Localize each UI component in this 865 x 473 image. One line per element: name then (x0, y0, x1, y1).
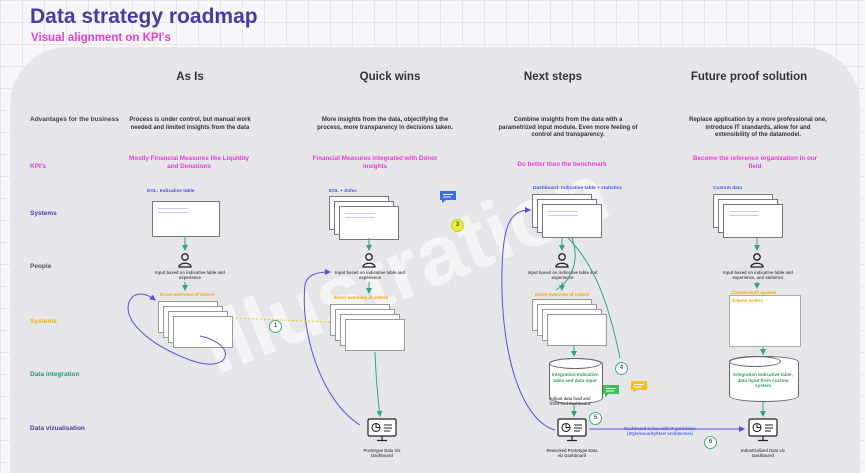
people-caption-as-is: Input based on indicative table and expe… (155, 270, 225, 280)
integration-database-future (729, 356, 799, 402)
advantage-as-is: Process is under control, but manual wor… (129, 117, 251, 131)
people-caption-future-proof: Input based on indicative table and expe… (723, 270, 793, 280)
excel-sheet-as-is-4 (173, 316, 233, 348)
row-label-systems-orange: Systems (30, 318, 57, 325)
step-badge-5: 5 (589, 412, 602, 425)
person-icon (362, 253, 376, 268)
people-caption-next-steps: Input based on indicative table and expe… (527, 270, 598, 280)
kpi-quick-wins: Financial Measures integrated with Donor… (312, 155, 438, 170)
row-label-advantages: Advantages for the business (30, 116, 119, 123)
system-doc-next-steps-front (542, 204, 602, 238)
comment-icon[interactable] (602, 384, 620, 398)
integration-text-future: Integration Indicative table, data input… (733, 372, 793, 388)
row-label-people: People (30, 263, 52, 270)
advantage-future-proof: Replace application by a more profession… (689, 117, 827, 138)
clients-orders-title: Clients orders (732, 298, 763, 303)
orange-system-quick-wins: Excel overview of orders (334, 295, 389, 300)
system-title-future-proof: Custom data (713, 186, 743, 191)
comment-icon[interactable] (439, 190, 457, 204)
step-badge-3: 3 (451, 219, 464, 232)
orange-system-as-is: Excel overview of orders (160, 292, 215, 297)
integration-database-next-steps (549, 358, 603, 404)
clients-orders-box (729, 295, 801, 347)
comment-icon[interactable] (630, 380, 648, 394)
step-badge-4: 4 (615, 362, 628, 375)
advantage-next-steps: Combine insights from the data with a pa… (498, 117, 638, 138)
kpi-next-steps: Do better then the benchmark (517, 161, 607, 168)
row-label-data-integration: Data integration (30, 371, 80, 378)
excel-sheet-quick-4 (345, 319, 405, 351)
kpi-as-is: Mostly Financial Measures like Liquidity… (128, 155, 250, 170)
person-icon (178, 253, 192, 268)
person-icon (555, 253, 569, 268)
excel-sheet-next-4 (547, 314, 607, 346)
column-header-future-proof: Future proof solution (690, 71, 808, 83)
step-badge-1: 1 (269, 320, 282, 333)
dashboard-monitor-icon (748, 418, 778, 442)
system-title-quick-wins: EOL + Zoho: (329, 189, 358, 194)
person-icon (750, 253, 764, 268)
dashboard-monitor-icon (557, 418, 587, 442)
column-header-next-steps: Next steps (523, 71, 583, 83)
system-doc-future-front (723, 204, 783, 238)
system-title-next-steps: Dashboard: Indicative table + statistics (533, 186, 622, 191)
system-title-as-is: EOL: Indicative table (147, 189, 195, 194)
row-label-kpis: KPI's (30, 163, 46, 170)
page-title: Data strategy roadmap (30, 5, 258, 28)
column-header-quick-wins: Quick wins (359, 71, 421, 83)
dashboard-monitor-icon (367, 418, 397, 442)
row-label-data-vizualisation: Data vizualisation (30, 425, 85, 432)
people-caption-quick-wins: Input based on indicative table and expe… (335, 270, 405, 280)
system-doc-as-is (152, 201, 220, 237)
viz-caption-future: Industrialized Data viz Dashboard (741, 448, 785, 458)
viz-caption-next-steps: Reworked Prototype Data viz Dashboard (546, 448, 598, 458)
row-label-systems: Systems (30, 210, 57, 217)
page-subtitle: Visual alignment on KPI's (31, 32, 171, 44)
viz-caption-quick-wins: Prototype Data Viz Dashboard (363, 448, 401, 458)
integration-text-next-steps: Integration Indicative table and data in… (551, 372, 599, 383)
adjust-data-label: Adjust data load and front-end dashboard (549, 396, 591, 406)
step-badge-6: 6 (704, 436, 717, 449)
kpi-future-proof: Become the reference organization in our… (692, 155, 818, 170)
orange-system-future-proof: Custom built system (731, 290, 777, 295)
orange-system-next-steps: Excel overview of orders (535, 292, 590, 297)
advantage-quick-wins: More insights from the data, objectifyin… (317, 117, 453, 131)
column-header-as-is: As Is (176, 71, 204, 83)
roadmap-board (10, 47, 860, 473)
